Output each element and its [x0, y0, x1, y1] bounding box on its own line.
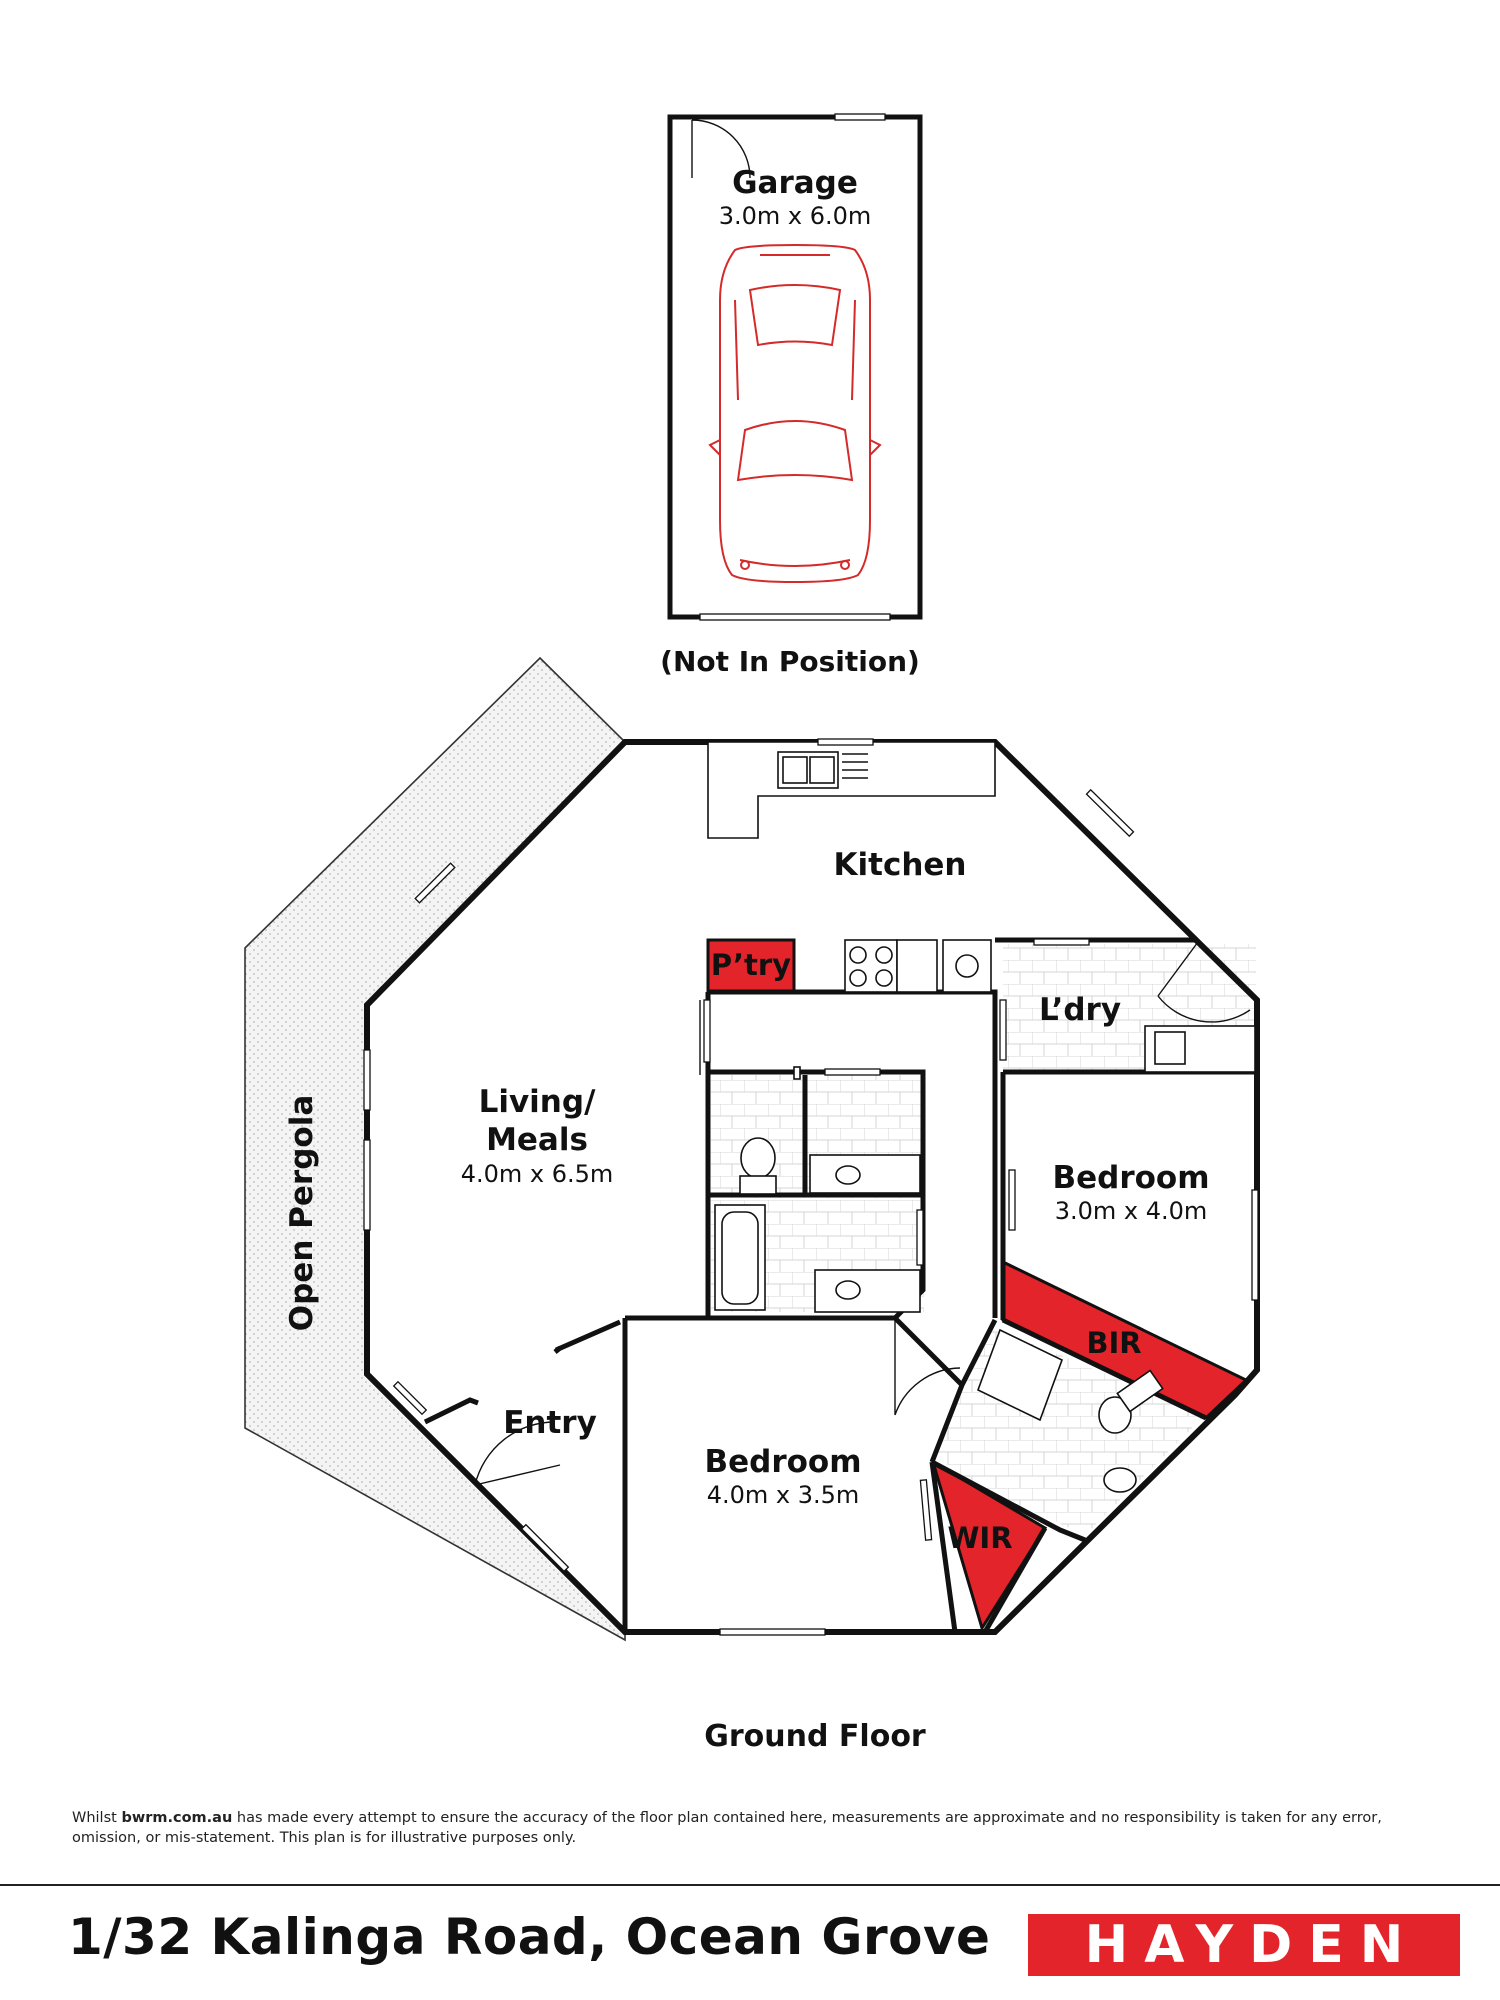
toilet-icon	[740, 1137, 776, 1179]
bedroom-door	[894, 1318, 961, 1416]
bath-tub-icon	[714, 1204, 766, 1311]
kitchen-bench	[707, 741, 996, 1080]
bedroom-main-label: Bedroom	[704, 1444, 861, 1480]
hayden-logo: HAYDEN	[1028, 1914, 1460, 1976]
footer-divider	[0, 1884, 1500, 1886]
bedroom-right-dims: 3.0m x 4.0m	[1055, 1197, 1208, 1225]
garage-label: Garage	[732, 165, 858, 201]
vanity-3-icon	[1103, 1467, 1137, 1493]
laundry-tub-icon	[1144, 1025, 1256, 1073]
entry-label: Entry	[503, 1405, 597, 1441]
car-icon	[708, 243, 882, 584]
laundry-label: L’dry	[1039, 992, 1121, 1028]
toilet-2-icon	[1098, 1396, 1132, 1434]
vanity-icon	[809, 1154, 921, 1194]
vanity-2-icon	[814, 1269, 921, 1313]
garage-dims: 3.0m x 6.0m	[719, 202, 872, 230]
hayden-logo-text: HAYDEN	[1084, 1915, 1420, 1975]
property-address: 1/32 Kalinga Road, Ocean Grove	[68, 1908, 991, 1966]
entry-door	[474, 1421, 561, 1486]
laundry-door	[1157, 941, 1251, 1023]
garage-side-door	[691, 119, 751, 179]
exterior-wall	[364, 739, 1260, 1635]
living-label-line1: Living/	[479, 1084, 596, 1120]
windows	[363, 738, 1259, 1636]
floor-label: Ground Floor	[704, 1719, 926, 1754]
pantry-label: P’try	[711, 948, 791, 982]
pergola-label: Open Pergola	[284, 1095, 320, 1332]
disclaimer-prefix: Whilst	[72, 1810, 122, 1826]
not-in-position-note: (Not In Position)	[660, 645, 920, 678]
disclaimer-text: has made every attempt to ensure the acc…	[72, 1810, 1382, 1846]
living-label-line2: Meals	[486, 1122, 588, 1158]
double-sink-icon	[777, 751, 839, 789]
disclaimer-site-link[interactable]: bwrm.com.au	[121, 1810, 233, 1826]
bathroom-fixtures	[714, 1137, 1164, 1493]
wir-label: WIR	[947, 1521, 1012, 1555]
fridge-icon	[942, 939, 992, 993]
bir-label: BIR	[1086, 1326, 1141, 1360]
shower-icon	[976, 1328, 1064, 1422]
garage-door-bottom	[699, 613, 891, 621]
kitchen-label: Kitchen	[833, 847, 966, 883]
garage-window-top	[834, 113, 886, 121]
disclaimer: Whilst bwrm.com.au has made every attemp…	[72, 1808, 1432, 1848]
bedroom-main-dims: 4.0m x 3.5m	[707, 1481, 860, 1509]
doors	[474, 1000, 961, 1486]
bedroom-right-label: Bedroom	[1052, 1160, 1209, 1196]
living-dims: 4.0m x 6.5m	[461, 1160, 614, 1188]
garage	[667, 113, 923, 621]
